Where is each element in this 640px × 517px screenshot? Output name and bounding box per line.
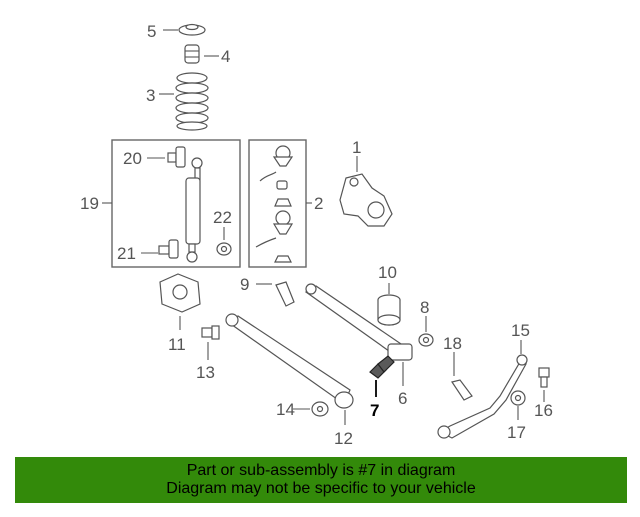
- callout-3: 3: [146, 86, 155, 105]
- part-15-track-bar[interactable]: [437, 354, 528, 439]
- callout-10: 10: [378, 263, 397, 282]
- callout-15: 15: [511, 321, 530, 340]
- callout-2: 2: [314, 194, 323, 213]
- part-1-knuckle[interactable]: [339, 173, 393, 227]
- part-11-mount[interactable]: [159, 273, 201, 313]
- part-17-nut[interactable]: [510, 390, 526, 406]
- part-3-coil-spring[interactable]: [175, 72, 209, 131]
- part-6-upper-arm[interactable]: [304, 283, 413, 361]
- banner-line-1: Part or sub-assembly is #7 in diagram: [186, 462, 456, 479]
- banner-line-2: Diagram may not be specific to your vehi…: [166, 480, 476, 497]
- part-13-bolt[interactable]: [201, 325, 220, 340]
- callout-9: 9: [240, 275, 249, 294]
- callout-5: 5: [147, 22, 156, 41]
- callout-22: 22: [213, 208, 232, 227]
- callout-21: 21: [117, 244, 136, 263]
- info-banner: Part or sub-assembly is #7 in diagram Di…: [15, 457, 627, 503]
- part-2-ball-joint-kit[interactable]: [255, 145, 294, 263]
- callout-7-highlighted: 7: [370, 401, 379, 420]
- part-16-bolt[interactable]: [538, 367, 550, 388]
- shock-absorber[interactable]: [185, 157, 203, 263]
- callout-19: 19: [80, 194, 99, 213]
- callout-13: 13: [196, 363, 215, 382]
- part-8-nut[interactable]: [418, 333, 434, 347]
- callout-18: 18: [443, 334, 462, 353]
- callout-16: 16: [534, 401, 553, 420]
- callout-4: 4: [221, 47, 230, 66]
- part-22-nut[interactable]: [216, 242, 232, 256]
- callout-17: 17: [507, 423, 526, 442]
- part-14-nut[interactable]: [311, 401, 329, 417]
- part-20-bolt[interactable]: [167, 146, 186, 168]
- part-21-bolt[interactable]: [158, 239, 179, 259]
- part-12-lower-arm[interactable]: [225, 313, 354, 409]
- part-9-bracket[interactable]: [275, 281, 295, 307]
- callout-6: 6: [398, 389, 407, 408]
- callout-12: 12: [334, 429, 353, 448]
- callout-11: 11: [168, 335, 186, 354]
- callout-20: 20: [123, 149, 142, 168]
- part-4-bump-stop[interactable]: [184, 44, 200, 64]
- leader-lines: [102, 29, 545, 425]
- callout-1: 1: [352, 138, 361, 157]
- part-7-bolt-highlighted[interactable]: [369, 355, 395, 379]
- part-10-bushing[interactable]: [377, 294, 401, 326]
- callout-14: 14: [276, 400, 295, 419]
- callout-8: 8: [420, 298, 429, 317]
- part-18-link[interactable]: [451, 379, 473, 401]
- part-5-spring-seat[interactable]: [178, 23, 206, 36]
